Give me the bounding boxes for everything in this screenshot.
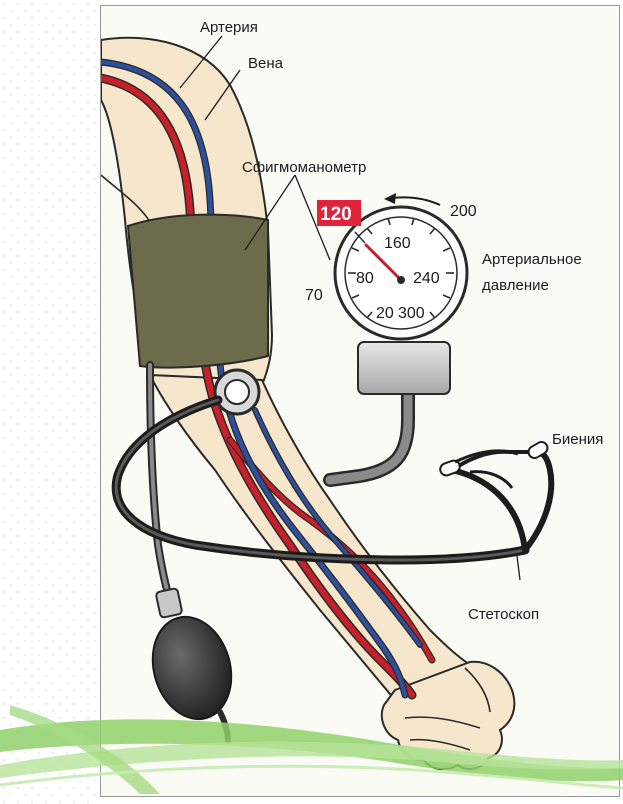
label-pressure-line1: Артериальное bbox=[482, 251, 582, 268]
scale-20: 20 bbox=[376, 305, 394, 322]
label-artery: Артерия bbox=[200, 19, 258, 36]
rotation-arrow bbox=[392, 197, 440, 205]
label-vein: Вена bbox=[248, 55, 284, 72]
manometer-base bbox=[358, 342, 450, 394]
scale-160: 160 bbox=[384, 235, 411, 252]
decorative-ribbon bbox=[0, 690, 623, 804]
scale-300: 300 bbox=[398, 305, 425, 322]
label-beats: Биения bbox=[552, 431, 603, 448]
stethoscope-binaural bbox=[452, 452, 551, 550]
scale-70: 70 bbox=[305, 287, 323, 304]
scale-240: 240 bbox=[413, 270, 440, 287]
scale-200: 200 bbox=[450, 203, 477, 220]
pressure-value: 120 bbox=[320, 204, 352, 225]
scale-80: 80 bbox=[356, 270, 374, 287]
label-sphygmomanometer: Сфигмоманометр bbox=[242, 159, 366, 176]
cuff bbox=[128, 215, 268, 368]
label-pressure-line2: давление bbox=[482, 277, 549, 294]
label-stethoscope: Стетоскоп bbox=[468, 606, 539, 623]
manometer-hose bbox=[330, 388, 408, 480]
bulb-valve bbox=[156, 588, 183, 618]
